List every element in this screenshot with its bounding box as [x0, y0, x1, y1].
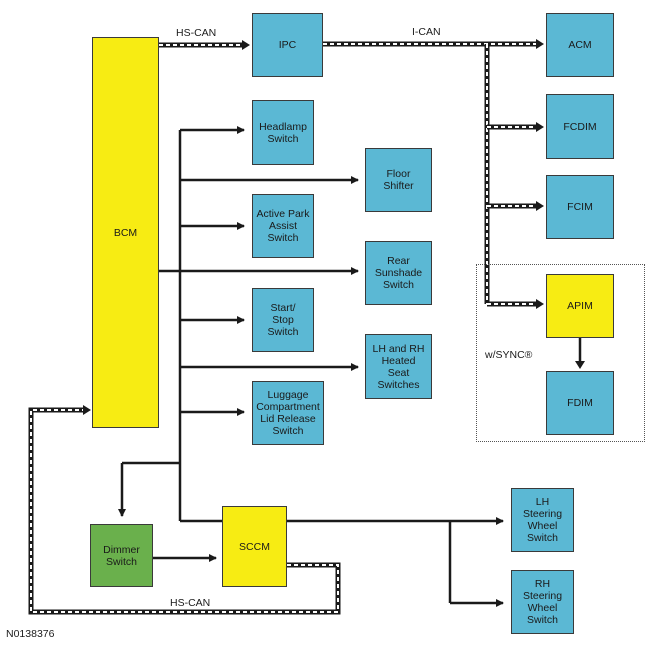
headlamp-switch: Headlamp Switch: [252, 100, 314, 165]
apim-module: APIM: [546, 274, 614, 338]
fcdim-module: FCDIM: [546, 94, 614, 159]
sccm-module: SCCM: [222, 506, 287, 587]
floor-shifter: Floor Shifter: [365, 148, 432, 212]
start-stop-switch: Start/ Stop Switch: [252, 288, 314, 352]
rear-sunshade-switch: Rear Sunshade Switch: [365, 241, 432, 305]
rh-steering-wheel-switch: RH Steering Wheel Switch: [511, 570, 574, 634]
bcm-hardwire-network: [118, 126, 504, 607]
figure-id: N0138376: [6, 628, 55, 640]
i-can-label: I-CAN: [412, 26, 441, 38]
sync-option-label: w/SYNC®: [485, 349, 533, 361]
ipc-module: IPC: [252, 13, 323, 77]
dimmer-switch: Dimmer Switch: [90, 524, 153, 587]
hs-can-bus-sccm-bcm: [28, 405, 341, 615]
hs-can-label-bottom: HS-CAN: [170, 597, 211, 609]
acm-module: ACM: [546, 13, 614, 77]
lh-steering-wheel-switch: LH Steering Wheel Switch: [511, 488, 574, 552]
hs-can-bus-bcm-ipc: [159, 40, 250, 50]
heated-seat-switches: LH and RH Heated Seat Switches: [365, 334, 432, 399]
hs-can-label-top: HS-CAN: [176, 27, 217, 39]
fdim-module: FDIM: [546, 371, 614, 435]
fcim-module: FCIM: [546, 175, 614, 239]
luggage-compartment-release-switch: Luggage Compartment Lid Release Switch: [252, 381, 324, 445]
bcm-module: BCM: [92, 37, 159, 428]
active-park-assist-switch: Active Park Assist Switch: [252, 194, 314, 258]
apim-fdim-link: [575, 338, 585, 369]
i-can-bus: [323, 39, 544, 309]
sync-option-boundary: [476, 264, 645, 442]
